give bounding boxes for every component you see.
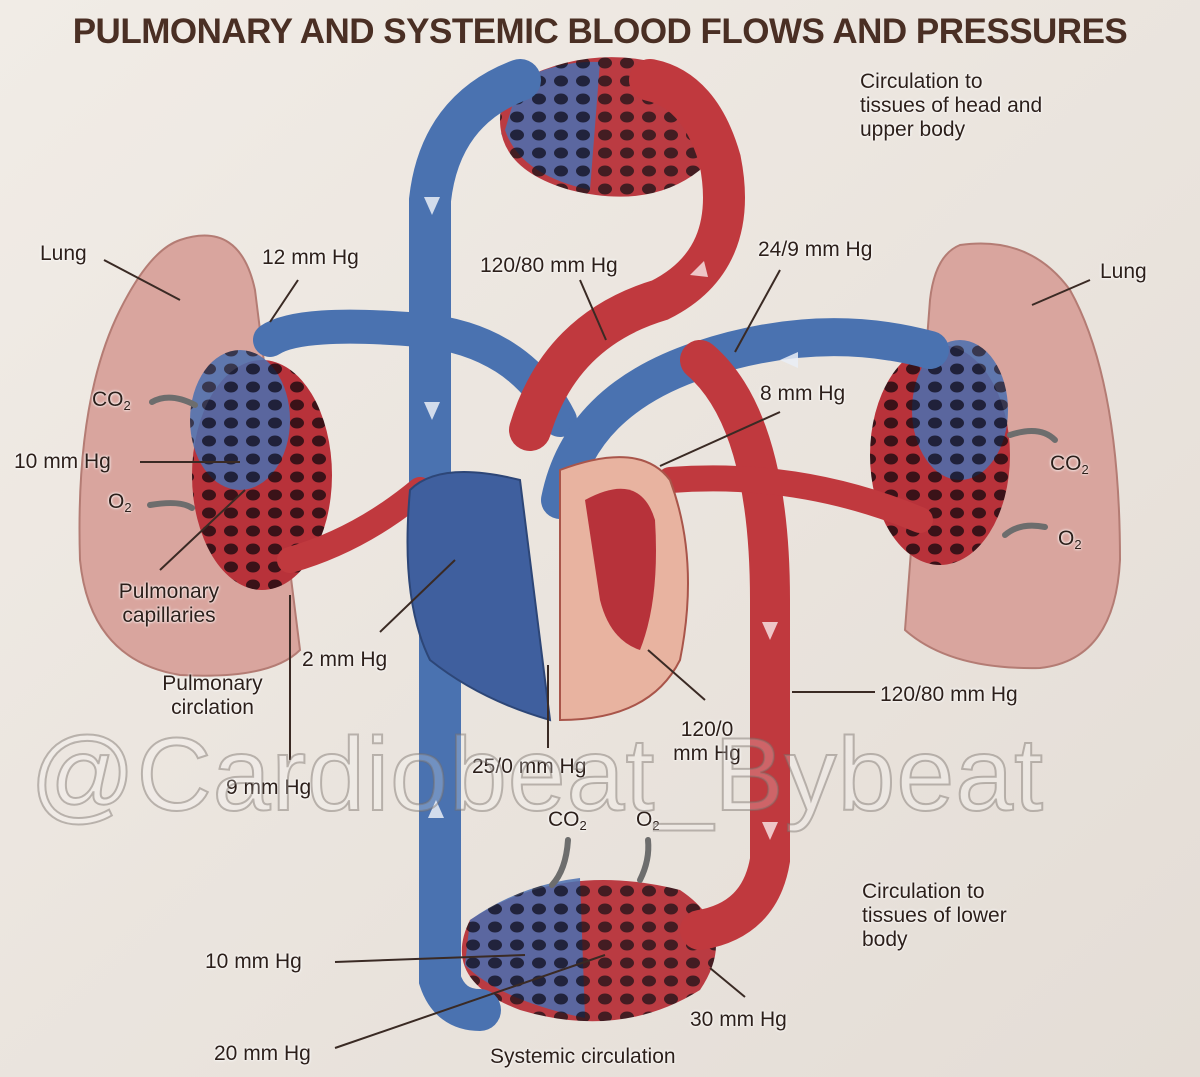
- label-pressure-120-80-aorta: 120/80 mm Hg: [480, 254, 618, 277]
- label-pressure-8: 8 mm Hg: [760, 382, 846, 405]
- label-o2-right: O2: [1058, 527, 1082, 552]
- label-head-circulation: Circulation to tissues of head and upper…: [860, 70, 1043, 141]
- label-pressure-25-0: 25/0 mm Hg: [472, 755, 587, 778]
- flow-arrow: [762, 622, 778, 640]
- label-pressure-2: 2 mm Hg: [302, 648, 388, 671]
- o2-arrow-left: [147, 500, 195, 511]
- page-title: PULMONARY AND SYSTEMIC BLOOD FLOWS AND P…: [72, 12, 1128, 51]
- label-co2-systemic: CO2: [548, 808, 587, 833]
- flow-arrow: [424, 402, 440, 420]
- flow-arrow: [762, 822, 778, 840]
- vena-cava-inferior: [419, 539, 501, 1031]
- flow-arrow: [780, 352, 798, 368]
- label-o2-left: O2: [108, 490, 132, 515]
- label-pressure-24-9: 24/9 mm Hg: [758, 238, 873, 261]
- label-pulmonary-circulation: Pulmonary circlation: [162, 672, 263, 719]
- co2-arrow-left: [149, 394, 198, 408]
- watermark: @Cardiobeat_Bybeat: [29, 716, 1044, 834]
- label-co2-left: CO2: [92, 388, 131, 413]
- label-co2-right: CO2: [1050, 452, 1089, 477]
- label-pressure-120-0: 120/0 mm Hg: [673, 718, 741, 765]
- pulmonary-vein-right: [657, 465, 933, 533]
- label-pressure-9: 9 mm Hg: [226, 776, 312, 799]
- flow-arrow: [428, 800, 444, 818]
- label-lung-left: Lung: [40, 242, 87, 265]
- label-pressure-120-80-artery: 120/80 mm Hg: [880, 683, 1018, 706]
- label-pressure-10-systemic: 10 mm Hg: [205, 950, 302, 973]
- vena-cava-superior: [409, 59, 541, 521]
- label-o2-systemic: O2: [636, 808, 660, 833]
- flow-arrow: [424, 197, 440, 215]
- label-pressure-12: 12 mm Hg: [262, 246, 359, 269]
- co2-arrow-systemic: [549, 837, 571, 888]
- heart-right-side: [406, 471, 552, 722]
- label-lower-circulation: Circulation to tissues of lower body: [862, 880, 1007, 951]
- o2-arrow-systemic: [637, 837, 652, 883]
- o2-arrow-right: [1002, 522, 1048, 538]
- label-pressure-20: 20 mm Hg: [214, 1042, 311, 1065]
- descending-aorta: [680, 340, 790, 950]
- flow-arrow: [690, 261, 708, 277]
- label-pulmonary-capillaries: Pulmonary capillaries: [118, 580, 220, 627]
- label-systemic-circulation: Systemic circulation: [490, 1045, 676, 1068]
- pulmonary-vein-left: [277, 477, 433, 573]
- label-lung-right: Lung: [1100, 260, 1147, 283]
- co2-arrow-right: [1007, 428, 1058, 443]
- label-pressure-30: 30 mm Hg: [690, 1008, 787, 1031]
- label-pressure-10-pulmonary: 10 mm Hg: [14, 450, 111, 473]
